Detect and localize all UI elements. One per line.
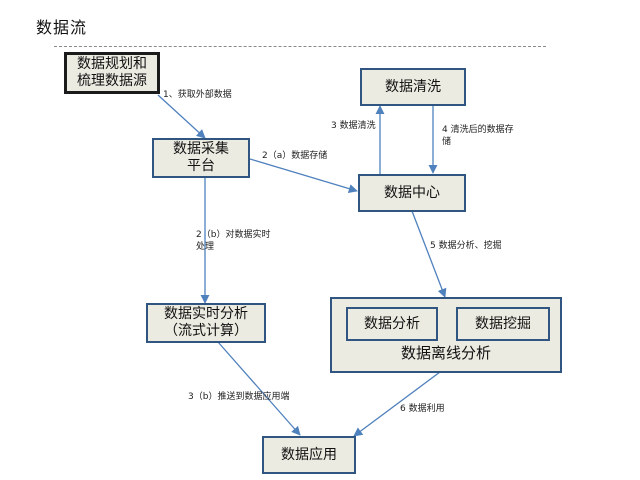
arrow-center-to-offline [411,210,447,298]
edge-label-analysis-mining: 5 数据分析、挖掘 [430,241,502,251]
node-data-cleaning: 数据清洗 [360,68,466,106]
arrow-collect-to-center [249,158,358,194]
offline-analysis-label: 数据离线分析 [400,344,491,362]
node-realtime-analysis: 数据实时分析 （流式计算） [146,303,266,343]
edge-label-realtime-processing: 2（b）对数据实时 处理 [196,230,271,252]
edge-label-data-usage: 6 数据利用 [400,404,445,414]
arrow-offline-to-app [353,371,441,437]
edge-label-push-to-app: 3（b）推送到数据应用端 [188,392,290,402]
node-data-analysis: 数据分析 [346,307,438,341]
page-title: 数据流 [36,18,88,37]
node-data-application: 数据应用 [262,436,356,474]
edge-label-cleaned-storage: 4 清洗后的数据存 储 [442,125,514,147]
edge-label-cleaning: 3 数据清洗 [331,121,376,131]
title-divider [54,46,546,47]
arrow-realtime-to-app [217,341,301,436]
node-data-mining: 数据挖掘 [456,307,550,341]
node-data-center: 数据中心 [358,174,466,212]
arrow-source-to-collect [157,94,206,139]
edge-label-fetch-external: 1、获取外部数据 [163,90,232,100]
node-collection-platform: 数据采集 平台 [152,138,250,178]
node-offline-analysis: 数据分析 数据挖掘 数据离线分析 [330,297,562,373]
edge-label-data-storage: 2（a）数据存储 [262,151,328,161]
node-data-source: 数据规划和 梳理数据源 [64,52,160,94]
